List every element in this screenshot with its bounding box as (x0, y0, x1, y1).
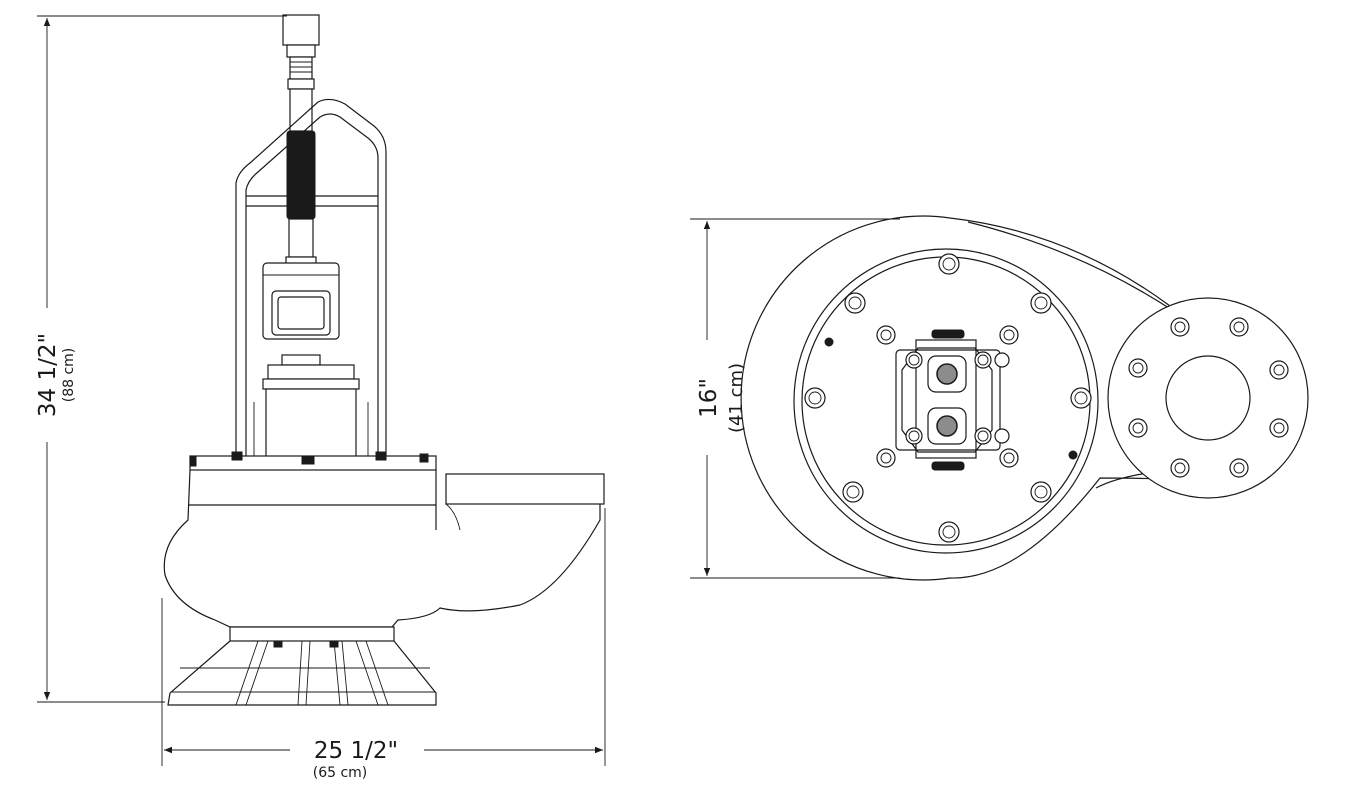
pump-top-view (740, 215, 1309, 581)
diameter-metric-label: (41 cm) (726, 363, 747, 433)
diameter-dimension: 16" (41 cm) (690, 218, 900, 579)
diameter-imperial-label: 16" (696, 378, 722, 418)
width-metric-label: (65 cm) (313, 765, 368, 781)
height-dimension: 34 1/2" (88 cm) (35, 15, 287, 703)
discharge-flange (1107, 297, 1309, 499)
width-dimension: 25 1/2" (65 cm) (161, 508, 606, 781)
width-imperial-label: 25 1/2" (314, 738, 398, 764)
bolt-circle (804, 253, 1092, 543)
hose-fitting-top (895, 329, 1010, 471)
height-imperial-label: 34 1/2" (35, 333, 61, 417)
height-metric-label: (88 cm) (61, 348, 77, 403)
pump-side-view (163, 14, 605, 706)
